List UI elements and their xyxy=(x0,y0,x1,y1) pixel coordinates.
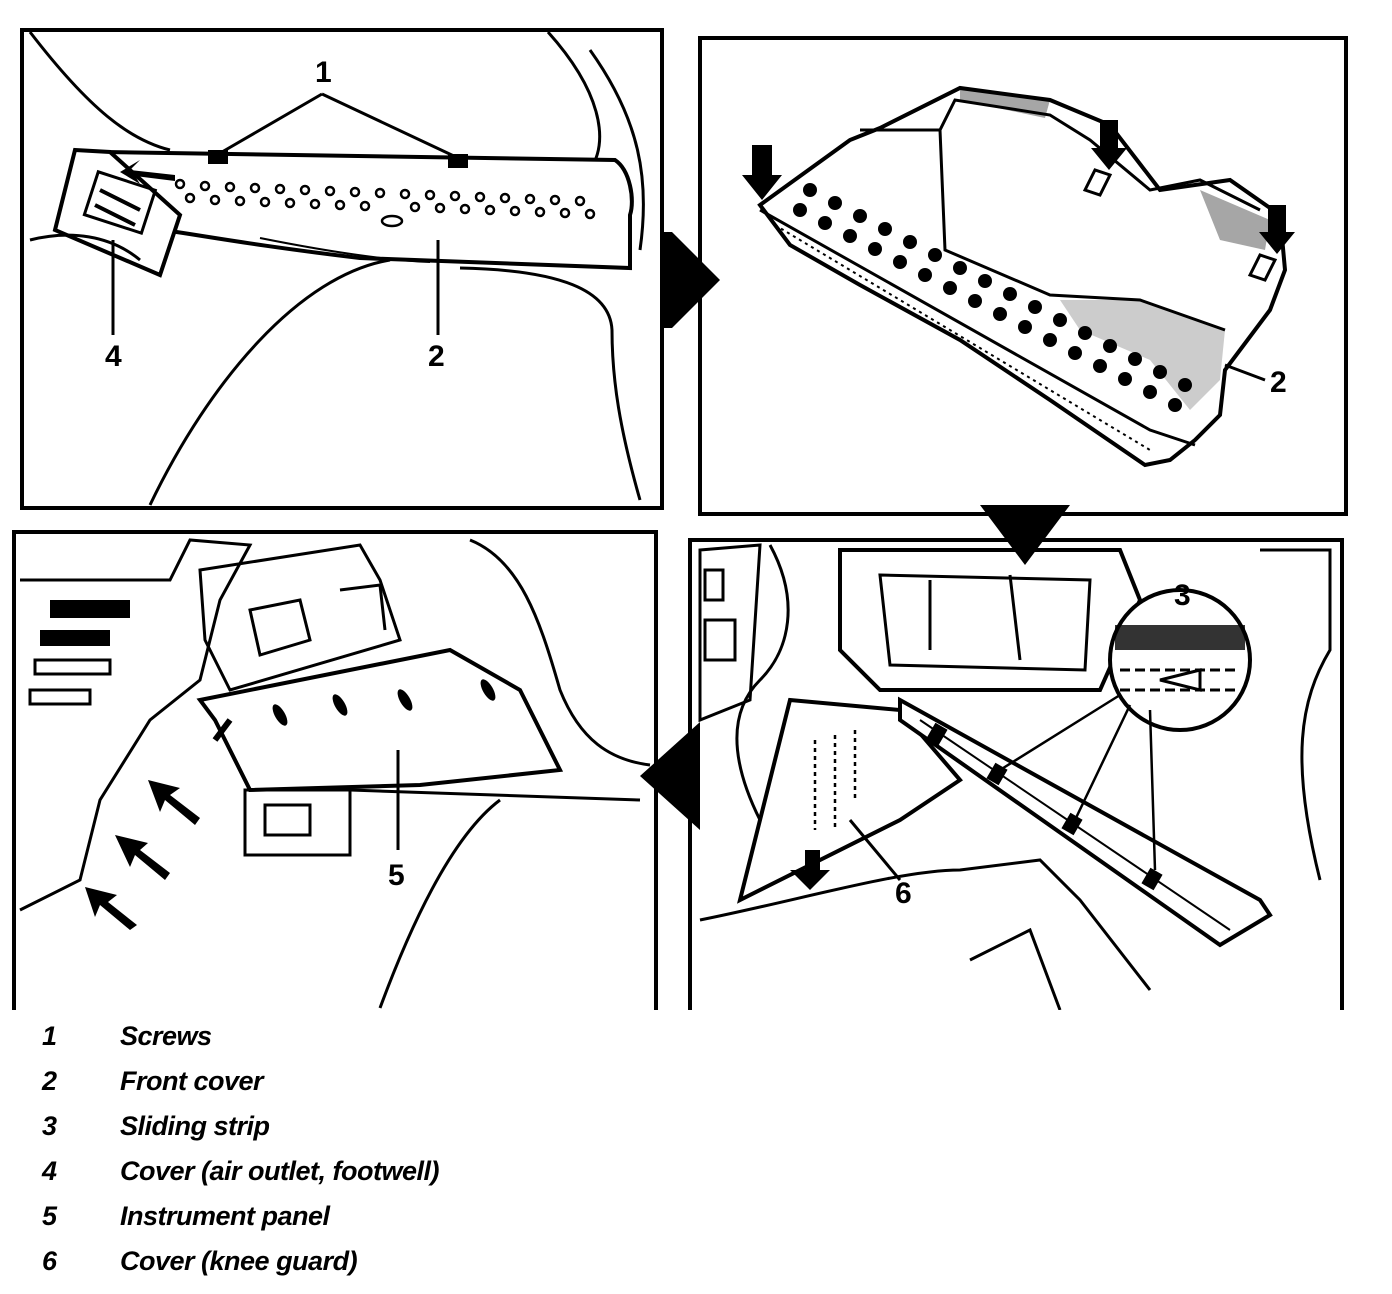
legend-label: Front cover xyxy=(120,1066,264,1096)
sliding-strip xyxy=(898,696,1273,948)
step-arrow-right xyxy=(660,232,720,328)
front-cover-plate xyxy=(101,149,634,271)
legend-row: 5 Instrument panel xyxy=(0,1196,700,1236)
console-controls xyxy=(28,600,130,706)
callout-2: 2 xyxy=(428,340,445,373)
callout-5: 5 xyxy=(388,859,405,892)
panel-top-left: 1 4 2 xyxy=(20,28,664,510)
panel-frame xyxy=(20,28,664,510)
screw-right xyxy=(448,154,468,168)
callout-3: 3 xyxy=(1174,579,1191,612)
legend-number: 1 xyxy=(42,1021,57,1051)
trim-slots xyxy=(272,679,496,726)
legend-row: 6 Cover (knee guard) xyxy=(0,1241,700,1281)
legend-row: 4 Cover (air outlet, footwell) xyxy=(0,1151,700,1191)
callout-2: 2 xyxy=(1270,366,1287,399)
callout-4: 4 xyxy=(105,340,122,373)
vent-holes xyxy=(793,183,1192,412)
panel-top-right: 2 xyxy=(698,36,1348,516)
procedure-figure: 1 4 2 xyxy=(12,28,1348,1010)
clip-arrow xyxy=(1091,120,1127,170)
legend-number: 6 xyxy=(42,1246,57,1276)
step-arrow-down xyxy=(980,505,1070,565)
legend-number: 2 xyxy=(42,1066,57,1096)
legend-row: 2 Front cover xyxy=(0,1061,700,1101)
legend-number: 4 xyxy=(42,1156,57,1186)
legend-label: Cover (air outlet, footwell) xyxy=(120,1156,440,1186)
legend-label: Cover (knee guard) xyxy=(120,1246,358,1276)
removal-arrow xyxy=(115,835,170,880)
panel-bottom-right: 3 6 xyxy=(688,538,1344,1010)
callout-6: 6 xyxy=(895,877,912,910)
removal-arrow xyxy=(790,850,830,890)
legend-number: 3 xyxy=(42,1111,57,1141)
step-arrow-left xyxy=(640,722,700,830)
removal-arrow xyxy=(85,887,137,930)
legend-label: Sliding strip xyxy=(120,1111,270,1141)
screw-left xyxy=(208,150,228,164)
removal-arrow xyxy=(148,780,200,825)
legend-label: Instrument panel xyxy=(120,1201,330,1231)
vent-holes xyxy=(174,178,596,228)
air-outlet-cover xyxy=(52,147,183,278)
panel-bottom-left: 5 xyxy=(12,530,658,1010)
callout-1: 1 xyxy=(315,56,332,89)
legend-row: 1 Screws xyxy=(0,1016,700,1056)
knee-guard-cover xyxy=(737,697,963,904)
clip-arrow xyxy=(742,145,782,200)
legend-label: Screws xyxy=(120,1021,212,1051)
clip-arrow xyxy=(1259,205,1295,254)
removal-arrow xyxy=(120,160,175,184)
legend-row: 3 Sliding strip xyxy=(0,1106,700,1146)
legend-number: 5 xyxy=(42,1201,57,1231)
